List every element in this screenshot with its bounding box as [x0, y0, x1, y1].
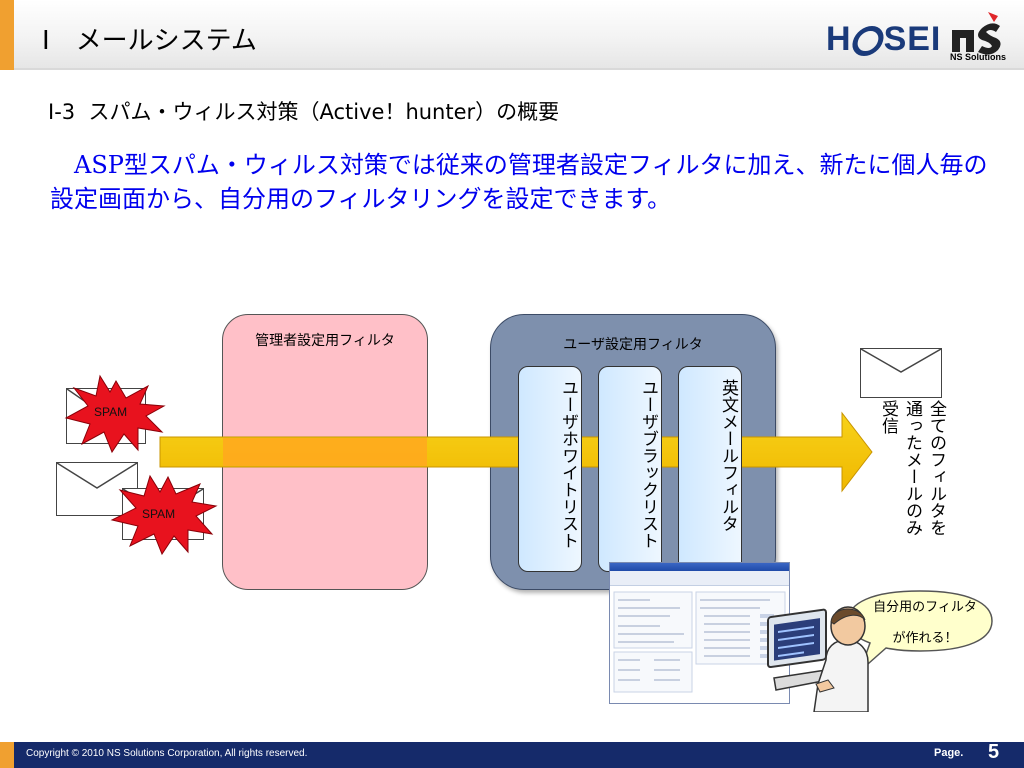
- footer-bar: [0, 742, 1024, 768]
- page-number: 5: [988, 741, 1000, 763]
- settings-screen-thumbnail: [609, 562, 790, 704]
- page-label: Page.: [934, 747, 964, 759]
- english-mail-filter-label: 英文メールフィルタ: [718, 379, 738, 532]
- section-subtitle: Ⅰ-3 スパム・ウィルス対策（Active！hunter）の概要: [48, 100, 560, 124]
- user-whitelist-filter: ユーザホワイトリスト: [518, 366, 582, 572]
- spam-label: SPAM: [142, 507, 176, 521]
- user-filter-label: ユーザ設定用フィルタ: [563, 337, 703, 353]
- copyright-text: Copyright © 2010 NS Solutions Corporatio…: [26, 748, 308, 759]
- speech-bubble-line: 自分用のフィルタ: [873, 600, 977, 615]
- person-at-computer-icon: [767, 606, 869, 712]
- footer-accent-stripe: [0, 742, 14, 768]
- received-mail-envelope-icon: [860, 348, 942, 398]
- thumbnail-titlebar: [610, 563, 789, 571]
- admin-filter-box: [222, 314, 428, 590]
- user-blacklist-label: ユーザブラックリスト: [638, 379, 658, 549]
- thumbnail-content: [613, 591, 786, 693]
- received-mail-note: 全てのフィルタを通ったメールのみ受信: [878, 400, 946, 536]
- page-title: Ⅰ メールシステム: [42, 26, 257, 56]
- header-divider: [14, 68, 1024, 70]
- ns-solutions-logo-icon: [952, 12, 1001, 55]
- speech-bubble-line: が作れる！: [892, 631, 958, 646]
- ns-solutions-logo-text: NS Solutions: [950, 52, 1006, 62]
- header-band: [14, 0, 1024, 68]
- admin-filter-label: 管理者設定用フィルタ: [255, 333, 395, 349]
- section-body-text: ASP型スパム・ウィルス対策では従来の管理者設定フィルタに加え、新たに個人毎の設…: [50, 151, 988, 213]
- spam-label: SPAM: [94, 405, 128, 419]
- user-whitelist-label: ユーザホワイトリスト: [558, 379, 578, 549]
- thumbnail-toolbar: [610, 571, 789, 586]
- english-mail-filter: 英文メールフィルタ: [678, 366, 742, 572]
- header-accent-stripe: [0, 0, 14, 70]
- user-blacklist-filter: ユーザブラックリスト: [598, 366, 662, 572]
